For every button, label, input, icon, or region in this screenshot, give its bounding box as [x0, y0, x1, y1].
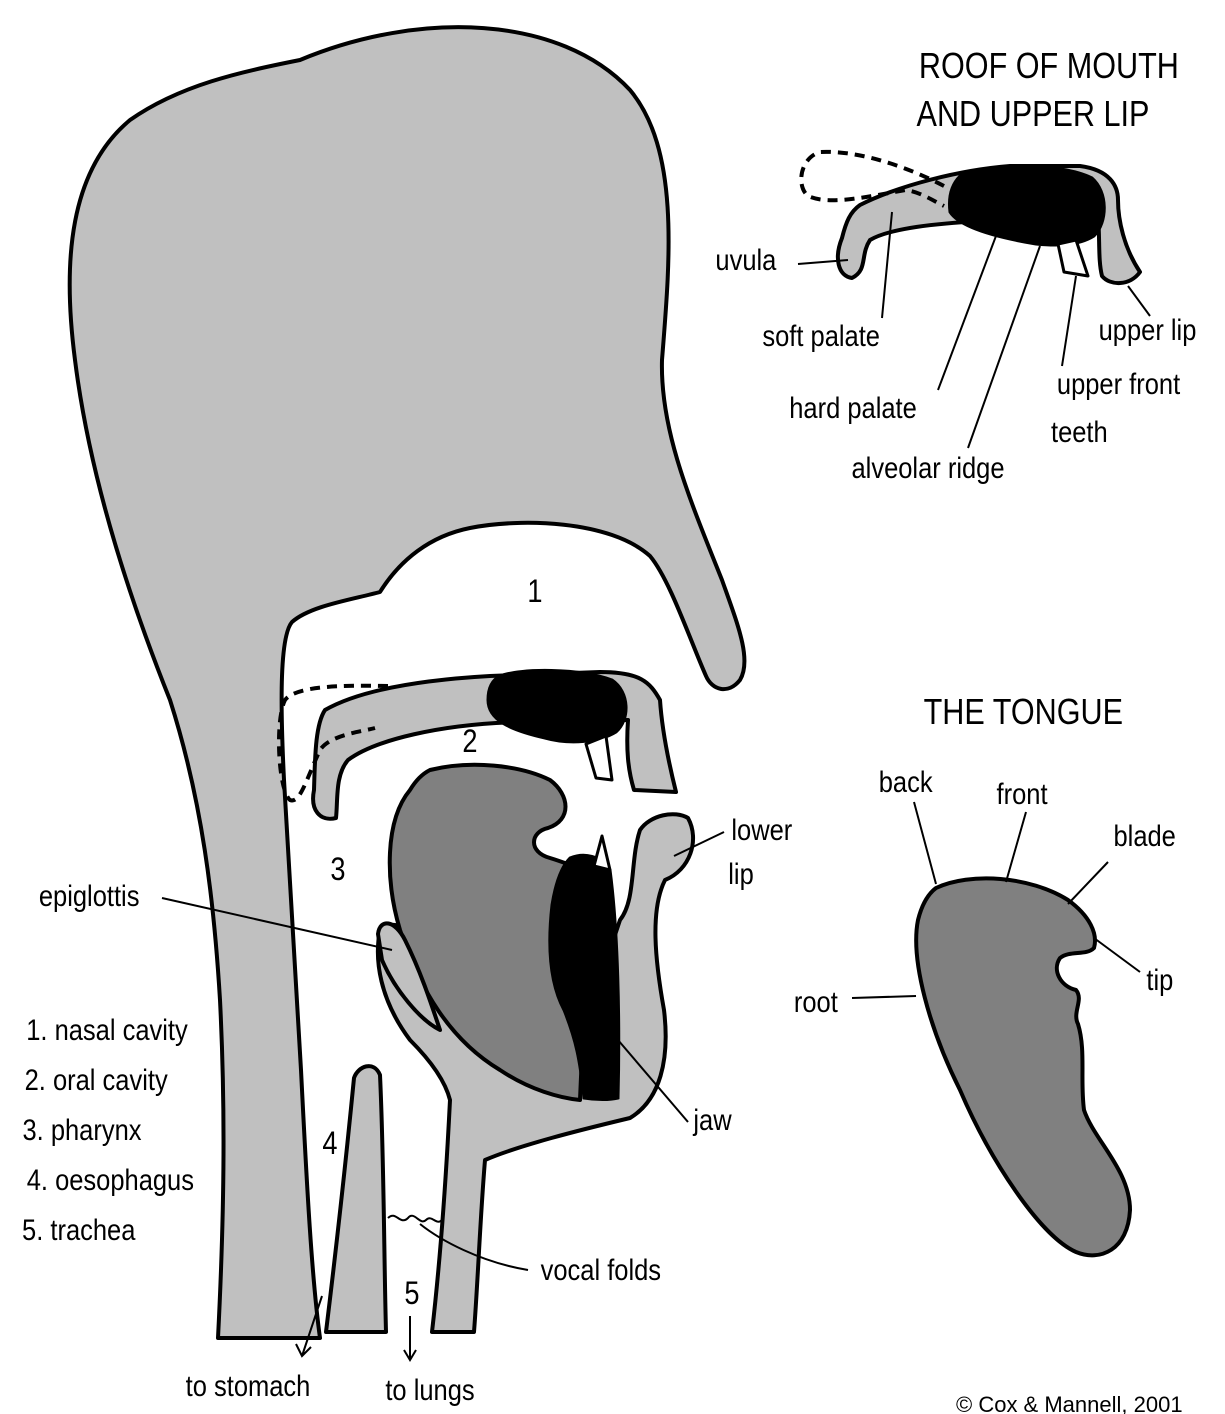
roof-of-mouth-inset: ROOF OF MOUTH AND UPPER LIP uvula soft p… — [715, 47, 1196, 485]
legend-item: 3. pharynx — [23, 1113, 142, 1146]
roof-upper-tooth — [1058, 240, 1088, 276]
label-lower-lip-line2: lip — [728, 857, 754, 890]
label-front: front — [997, 777, 1048, 810]
region-number-2: 2 — [462, 724, 477, 760]
label-to-stomach: to stomach — [186, 1369, 311, 1402]
label-upper-lip: upper lip — [1099, 313, 1197, 346]
label-alveolar-ridge: alveolar ridge — [852, 451, 1005, 484]
region-number-3: 3 — [330, 852, 345, 888]
leader-tip — [1094, 938, 1140, 972]
tongue-inset: THE TONGUE back front blade tip root — [794, 693, 1176, 1256]
label-jaw: jaw — [692, 1103, 732, 1136]
legend-item: 5. trachea — [22, 1213, 136, 1246]
tongue-title: THE TONGUE — [924, 693, 1123, 733]
label-epiglottis: epiglottis — [39, 879, 140, 912]
roof-hard-palate-bone — [949, 167, 1104, 246]
leader-back — [914, 802, 936, 884]
leader-upper-front-teeth — [1062, 276, 1076, 366]
region-number-5: 5 — [404, 1276, 419, 1312]
trachea-wall — [326, 1066, 386, 1332]
region-number-4: 4 — [322, 1126, 337, 1162]
arrow-to-lungs — [404, 1316, 416, 1360]
label-soft-palate: soft palate — [762, 319, 880, 352]
roof-title-line1: ROOF OF MOUTH — [919, 47, 1179, 87]
label-tip: tip — [1146, 963, 1173, 996]
label-upper-front-teeth-line2: teeth — [1051, 415, 1108, 448]
head-sagittal-section — [70, 27, 745, 1338]
upper-tooth — [586, 736, 612, 780]
legend-item: 4. oesophagus — [27, 1163, 194, 1196]
label-back: back — [879, 765, 933, 798]
label-hard-palate: hard palate — [789, 391, 917, 424]
label-to-lungs: to lungs — [385, 1373, 474, 1406]
legend: 1. nasal cavity 2. oral cavity 3. pharyn… — [22, 1013, 194, 1246]
label-root: root — [794, 985, 838, 1018]
copyright-text: © Cox & Mannell, 2001 — [956, 1392, 1183, 1414]
label-vocal-folds: vocal folds — [541, 1253, 661, 1286]
legend-item: 2. oral cavity — [25, 1063, 168, 1096]
leader-hard-palate — [938, 220, 1002, 390]
label-blade: blade — [1114, 819, 1176, 852]
leader-front — [1006, 812, 1026, 882]
region-number-1: 1 — [527, 574, 542, 610]
hard-palate-bone — [488, 670, 626, 741]
roof-title-line2: AND UPPER LIP — [917, 95, 1150, 135]
leader-upper-lip — [1128, 286, 1150, 316]
leader-blade — [1068, 862, 1108, 904]
label-uvula: uvula — [715, 243, 776, 276]
leader-root — [852, 996, 916, 998]
label-lower-lip-line1: lower — [731, 813, 792, 846]
tongue-inset-shape — [916, 878, 1130, 1255]
vocal-folds-shape — [388, 1216, 442, 1222]
lower-tooth — [594, 836, 610, 870]
legend-item: 1. nasal cavity — [26, 1013, 188, 1046]
leader-alveolar-ridge — [968, 246, 1040, 448]
label-upper-front-teeth-line1: upper front — [1057, 367, 1181, 400]
